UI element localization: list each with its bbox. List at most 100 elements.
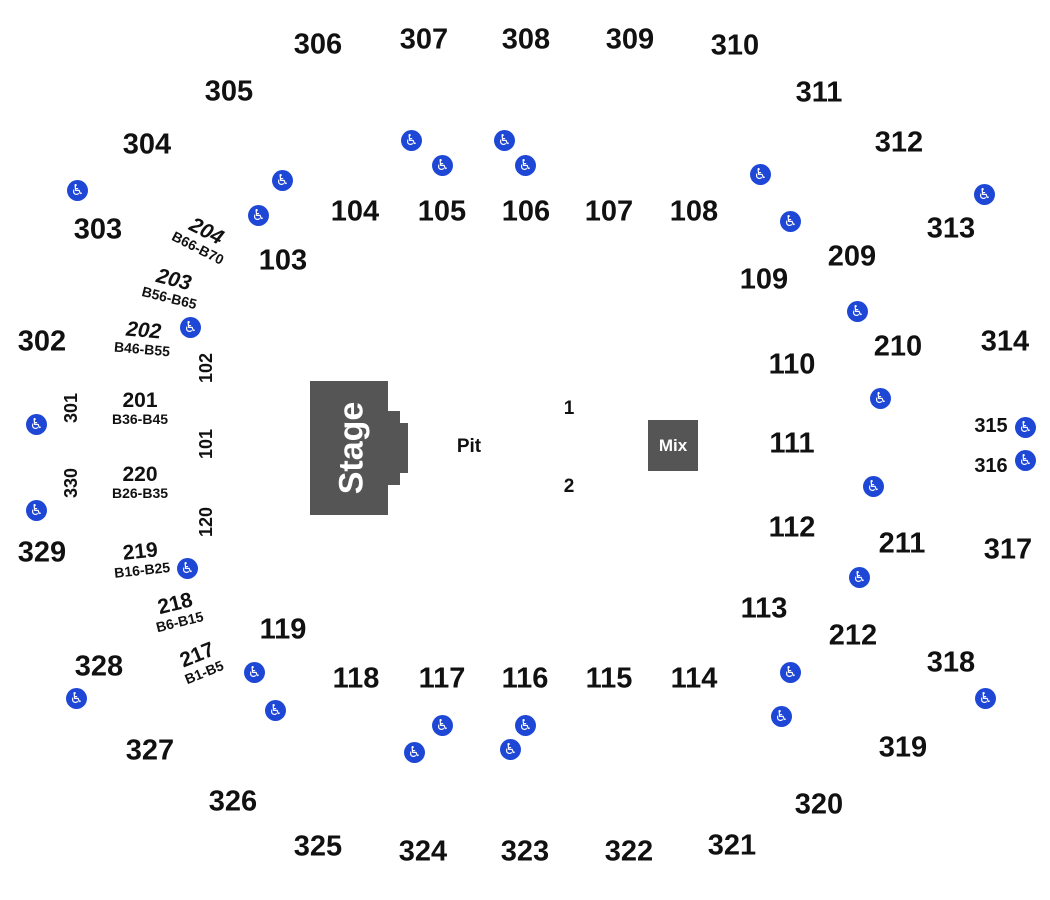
section-113[interactable]: 113 [740,592,788,625]
section-105[interactable]: 105 [417,195,467,228]
section-107[interactable]: 107 [584,195,634,228]
wheelchair-icon: ♿ [771,706,792,727]
stage-thrust [386,411,400,485]
section-112[interactable]: 112 [768,511,816,544]
section-109[interactable]: 109 [739,263,789,296]
section-315[interactable]: 315 [974,415,1008,437]
section-106[interactable]: 106 [501,195,551,228]
wheelchair-icon: ♿ [401,130,422,151]
wheelchair-icon: ♿ [975,688,996,709]
section-204[interactable]: 204 B66-B70 [169,209,236,268]
wheelchair-icon: ♿ [870,388,891,409]
section-219-range: B16-B25 [113,559,171,581]
section-108[interactable]: 108 [669,195,719,228]
section-220-number: 220 [122,463,158,486]
section-211[interactable]: 211 [878,527,926,560]
section-201-range: B36-B45 [111,411,169,427]
section-101[interactable]: 101 [196,428,216,460]
stage-label: Stage [332,401,371,495]
section-305[interactable]: 305 [204,75,254,108]
section-327[interactable]: 327 [125,734,175,767]
section-313[interactable]: 313 [926,212,976,245]
wheelchair-icon: ♿ [1015,417,1036,438]
section-110[interactable]: 110 [768,348,816,381]
stage [310,381,388,515]
section-212[interactable]: 212 [828,619,878,652]
section-325[interactable]: 325 [293,830,343,863]
floor-area-1[interactable]: 1 [563,398,575,419]
wheelchair-icon: ♿ [244,662,265,683]
section-310[interactable]: 310 [710,29,760,62]
section-220[interactable]: 220 B26-B35 [112,464,168,500]
wheelchair-icon: ♿ [780,211,801,232]
pit-label[interactable]: Pit [456,436,482,457]
wheelchair-icon: ♿ [180,317,201,338]
section-201-number: 201 [122,389,158,412]
section-314[interactable]: 314 [980,325,1030,358]
section-201[interactable]: 201 B36-B45 [112,390,168,426]
section-103[interactable]: 103 [258,244,308,277]
section-318[interactable]: 318 [926,646,976,679]
wheelchair-icon: ♿ [272,170,293,191]
floor-area-2[interactable]: 2 [563,476,575,497]
wheelchair-icon: ♿ [500,739,521,760]
section-307[interactable]: 307 [399,23,449,56]
wheelchair-icon: ♿ [26,414,47,435]
section-319[interactable]: 319 [878,731,928,764]
section-114[interactable]: 114 [670,662,718,695]
section-321[interactable]: 321 [707,829,757,862]
section-111[interactable]: 111 [769,427,815,460]
section-117[interactable]: 117 [418,662,466,695]
section-119[interactable]: 119 [259,613,307,646]
section-102[interactable]: 102 [196,352,216,384]
section-220-range: B26-B35 [111,485,169,501]
section-203[interactable]: 203 B56-B65 [140,263,203,312]
section-104[interactable]: 104 [330,195,380,228]
section-302[interactable]: 302 [17,325,67,358]
wheelchair-icon: ♿ [750,164,771,185]
section-322[interactable]: 322 [604,835,654,868]
section-323[interactable]: 323 [500,835,550,868]
section-316[interactable]: 316 [974,455,1008,477]
section-311[interactable]: 311 [795,76,843,109]
wheelchair-icon: ♿ [248,205,269,226]
wheelchair-icon: ♿ [494,130,515,151]
wheelchair-icon: ♿ [515,155,536,176]
wheelchair-icon: ♿ [849,567,870,588]
wheelchair-icon: ♿ [404,742,425,763]
wheelchair-icon: ♿ [26,500,47,521]
section-218[interactable]: 218 B6-B15 [149,588,205,635]
section-306[interactable]: 306 [293,28,343,61]
section-116[interactable]: 116 [501,662,549,695]
wheelchair-icon: ♿ [847,301,868,322]
section-202[interactable]: 202 B46-B55 [113,318,173,360]
section-308[interactable]: 308 [501,23,551,56]
section-118[interactable]: 118 [332,662,380,695]
wheelchair-icon: ♿ [515,715,536,736]
wheelchair-icon: ♿ [432,715,453,736]
section-328[interactable]: 328 [74,650,124,683]
section-312[interactable]: 312 [874,126,924,159]
wheelchair-icon: ♿ [974,184,995,205]
wheelchair-icon: ♿ [67,180,88,201]
section-219[interactable]: 219 B16-B25 [111,538,171,581]
section-324[interactable]: 324 [398,835,448,868]
section-209[interactable]: 209 [827,240,877,273]
section-217[interactable]: 217 B1-B5 [174,638,226,687]
section-326[interactable]: 326 [208,785,258,818]
wheelchair-icon: ♿ [780,662,801,683]
section-301[interactable]: 301 [61,392,81,424]
section-329[interactable]: 329 [17,536,67,569]
section-303[interactable]: 303 [73,213,123,246]
section-115[interactable]: 115 [585,662,633,695]
wheelchair-icon: ♿ [265,700,286,721]
section-317[interactable]: 317 [983,533,1033,566]
section-309[interactable]: 309 [605,23,655,56]
section-320[interactable]: 320 [794,788,844,821]
section-330[interactable]: 330 [61,467,81,499]
wheelchair-icon: ♿ [177,558,198,579]
section-120[interactable]: 120 [196,506,216,538]
section-210[interactable]: 210 [873,330,923,363]
section-304[interactable]: 304 [122,128,172,161]
